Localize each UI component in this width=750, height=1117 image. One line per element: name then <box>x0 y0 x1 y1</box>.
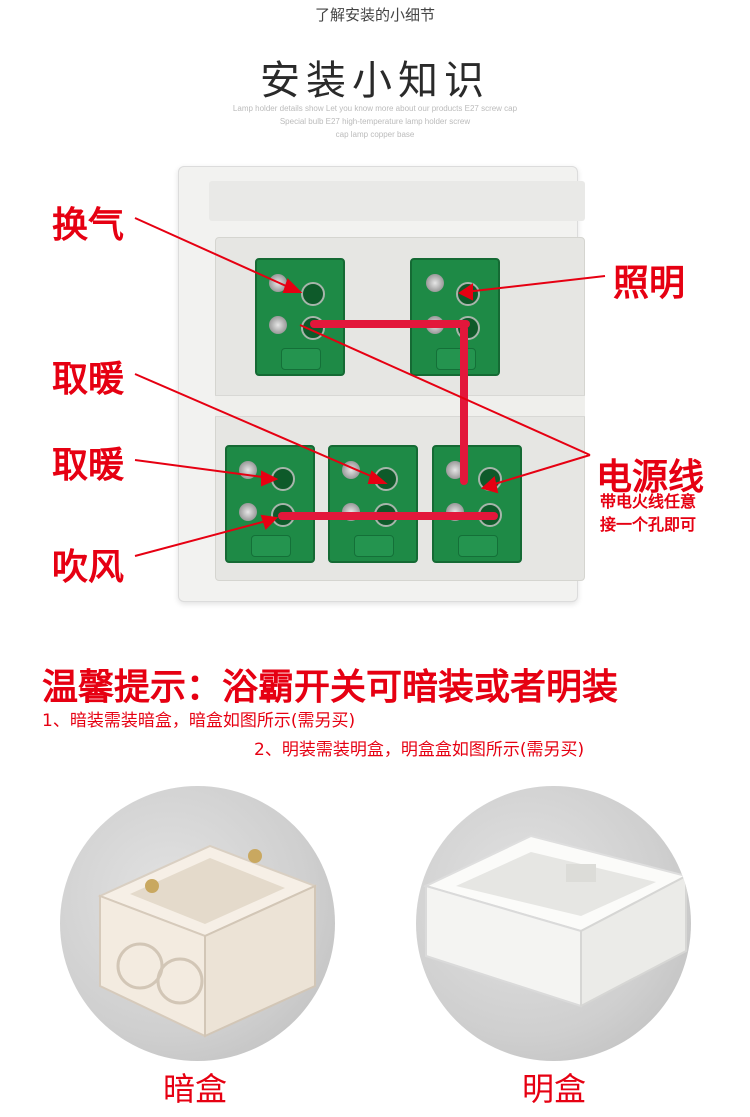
module-cap-icon <box>281 348 321 370</box>
screw-icon <box>239 503 257 521</box>
pointer-power-line <box>299 324 591 456</box>
caption-surface-box: 明盒 <box>522 1070 587 1108</box>
pointer-lighting <box>464 275 606 293</box>
pointer-power-line-2 <box>487 454 591 487</box>
english-caption-line-3: cap lamp copper base <box>335 130 415 139</box>
label-heating-1: 取暖 <box>52 359 125 400</box>
pointer-ventilation <box>134 217 296 291</box>
english-caption-line-2: Special bulb E27 high-temperature lamp h… <box>279 117 471 126</box>
screw-icon <box>446 461 464 479</box>
module-cap-icon <box>458 535 498 557</box>
screw-icon <box>269 316 287 334</box>
surface-box-illustration <box>423 834 689 1008</box>
hidden-box-illustration <box>97 844 318 1038</box>
screw-icon <box>426 274 444 292</box>
surface-box-photo <box>416 786 691 1061</box>
label-blower: 吹风 <box>52 547 125 588</box>
pointer-heating-2 <box>134 459 271 479</box>
arrow-head-icon <box>367 470 388 484</box>
module-cap-icon <box>251 535 291 557</box>
tip-line-2: 2、明装需装明盒，明盒盒如图所示(需另买) <box>254 740 585 760</box>
caption-hidden-box: 暗盒 <box>163 1070 228 1108</box>
arrow-head-icon <box>261 470 279 487</box>
terminal-hole-icon <box>301 282 325 306</box>
tip-line-1: 1、暗装需装暗盒，暗盒如图所示(需另买) <box>42 711 356 731</box>
hidden-box-photo <box>60 786 335 1061</box>
switch-module-ventilation <box>255 258 345 376</box>
label-power-line: 电源线 <box>596 457 705 498</box>
arrow-head-icon <box>282 278 303 293</box>
pointer-blower <box>134 519 271 557</box>
arrow-head-icon <box>260 514 279 530</box>
arrow-head-icon <box>480 476 499 494</box>
label-lighting: 照明 <box>613 263 686 304</box>
label-ventilation: 换气 <box>52 205 125 246</box>
note-power-line-1: 带电火线任意 <box>600 492 697 511</box>
jumper-wire-vertical <box>460 325 468 485</box>
label-heating-2: 取暖 <box>52 445 125 486</box>
pointer-lines <box>134 217 606 557</box>
panel-top-frame <box>209 181 585 221</box>
jumper-wire-top <box>310 320 470 328</box>
tip-title: 温馨提示：浴霸开关可暗装或者明装 <box>42 667 619 708</box>
page-title: 安装小知识 <box>260 58 490 104</box>
module-cap-icon <box>354 535 394 557</box>
switch-module-lighting <box>410 258 500 376</box>
note-power-line-2: 接一个孔即可 <box>600 515 697 534</box>
pointer-heating-1 <box>134 373 381 481</box>
page-subtitle: 了解安装的小细节 <box>314 6 435 24</box>
arrow-head-icon <box>458 283 473 301</box>
jumper-wire-bottom <box>278 512 498 520</box>
english-caption-line-1: Lamp holder details show Let you know mo… <box>232 104 518 113</box>
switch-wiring-photo <box>160 160 590 610</box>
switch-module-heating <box>225 445 315 563</box>
